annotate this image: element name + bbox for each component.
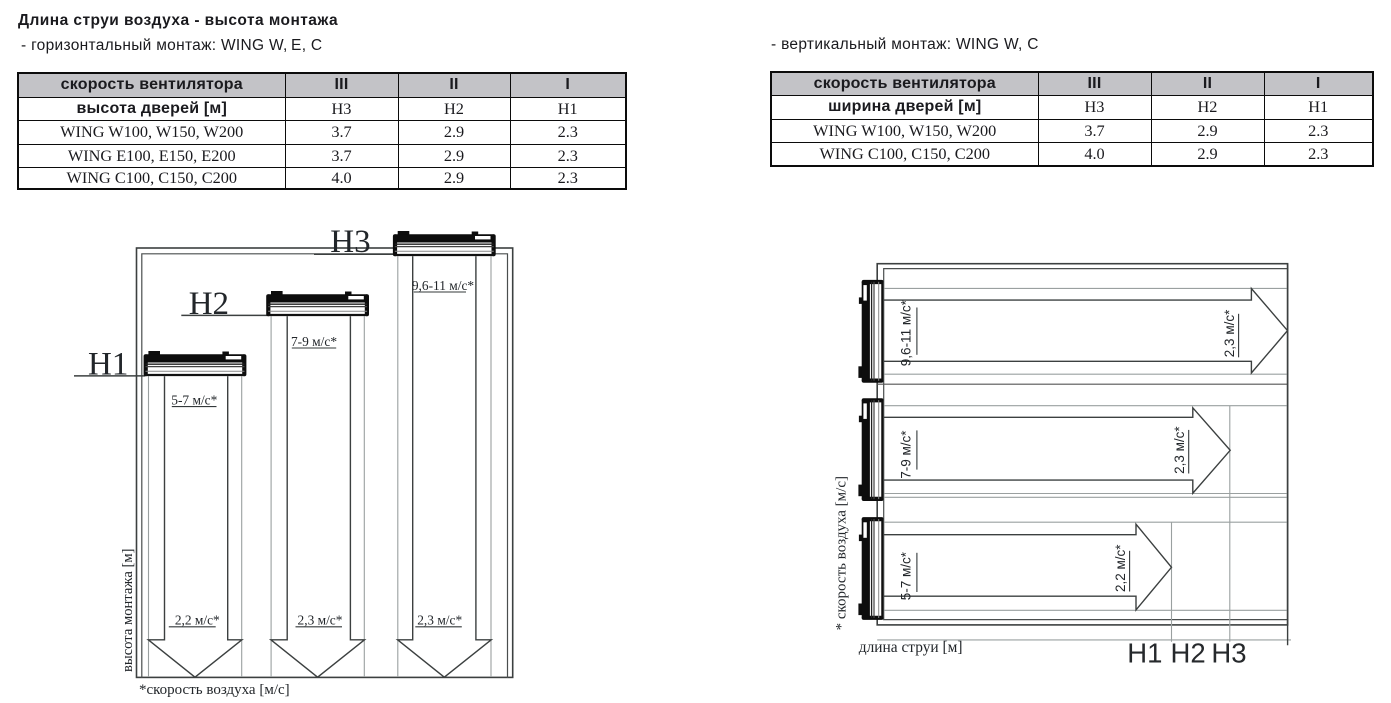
svg-text:2,2 м/с*: 2,2 м/с* <box>1113 544 1128 592</box>
svg-text:длина струи [м]: длина струи [м] <box>859 639 963 656</box>
svg-text:5-7 м/с*: 5-7 м/с* <box>171 392 217 407</box>
svg-text:7-9 м/с*: 7-9 м/с* <box>291 334 337 349</box>
svg-text:2,3 м/с*: 2,3 м/с* <box>1172 426 1187 474</box>
svg-text:9,6-11 м/с*: 9,6-11 м/с* <box>898 299 913 366</box>
svg-text:7-9 м/с*: 7-9 м/с* <box>898 430 913 479</box>
svg-text:высота монтажа [м]: высота монтажа [м] <box>120 549 136 673</box>
svg-text:H3: H3 <box>1211 638 1246 669</box>
svg-text:H1: H1 <box>1127 638 1162 669</box>
svg-text:H2: H2 <box>189 286 229 322</box>
svg-text:H3: H3 <box>330 224 370 260</box>
svg-text:2,2 м/с*: 2,2 м/с* <box>175 613 220 628</box>
svg-text:2,3 м/с*: 2,3 м/с* <box>298 613 343 628</box>
svg-text:5-7 м/с*: 5-7 м/с* <box>898 551 913 600</box>
svg-text:H2: H2 <box>1171 638 1206 669</box>
svg-text:* скорость воздуха [м/с]: * скорость воздуха [м/с] <box>833 476 849 630</box>
svg-text:2,3 м/с*: 2,3 м/с* <box>1222 309 1237 357</box>
svg-text:2,3 м/с*: 2,3 м/с* <box>417 613 462 628</box>
svg-text:H1: H1 <box>88 346 128 382</box>
svg-text:9,6-11 м/с*: 9,6-11 м/с* <box>412 278 475 293</box>
svg-text:*скорость воздуха [м/с]: *скорость воздуха [м/с] <box>139 682 290 698</box>
